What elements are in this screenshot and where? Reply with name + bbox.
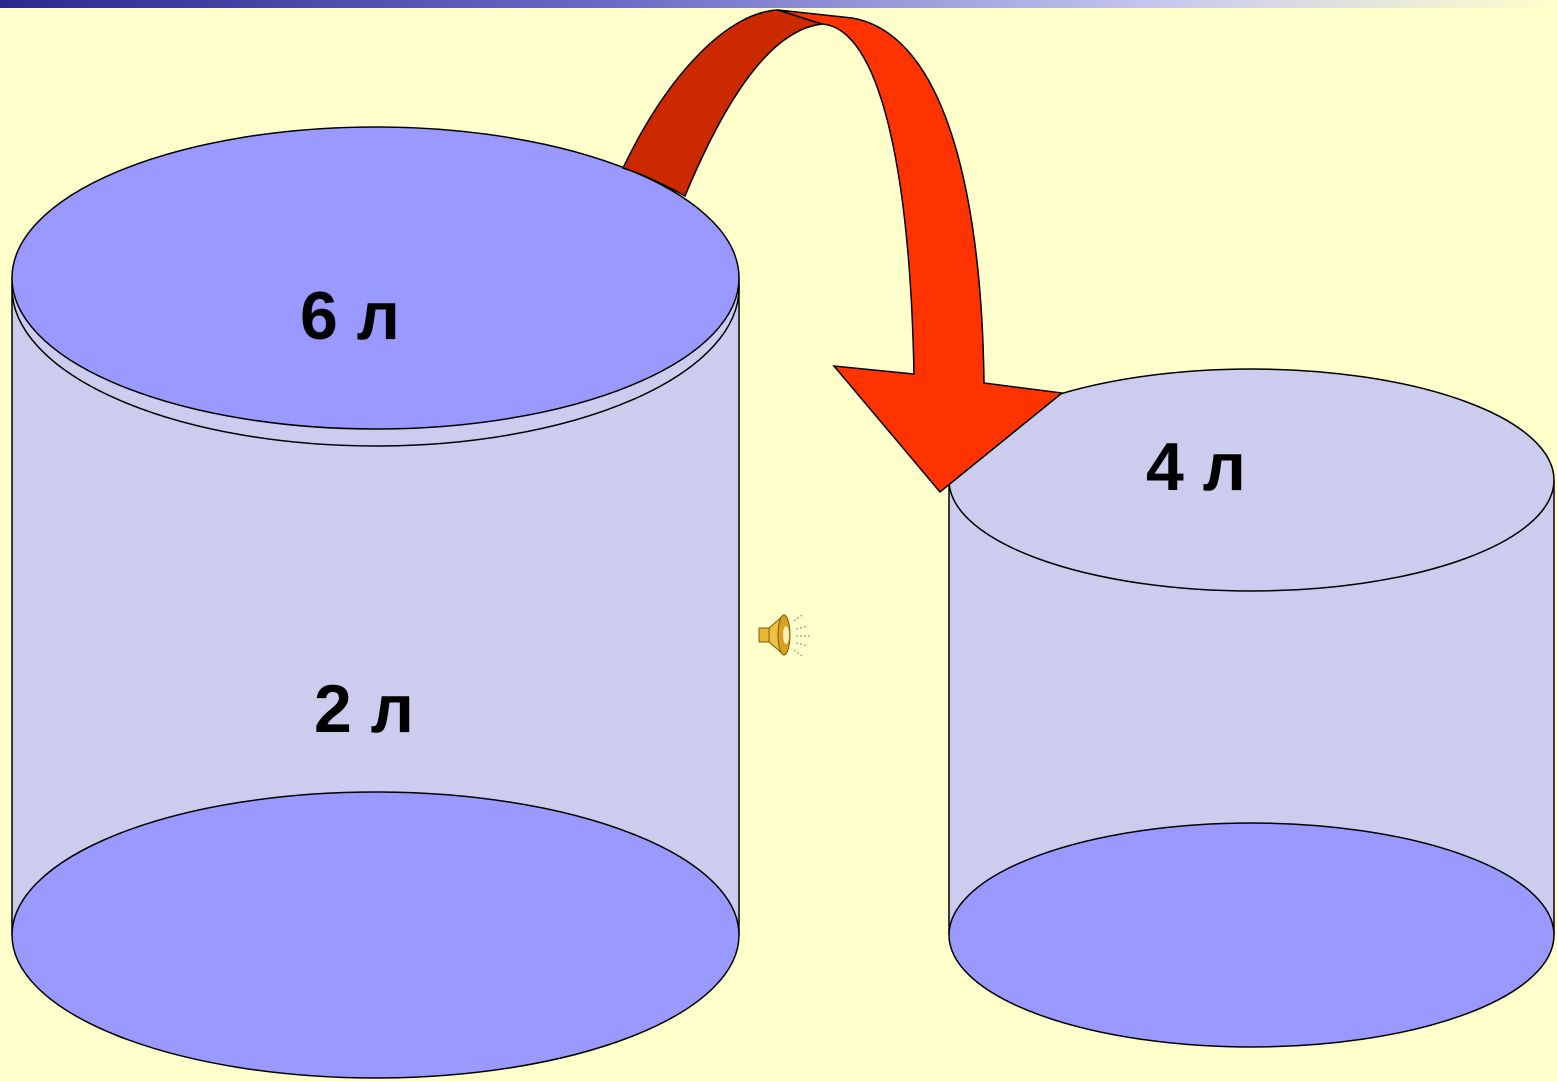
pour-arrow-back (621, 9, 823, 198)
left-cylinder-top-liquid (11, 126, 740, 430)
left-cylinder (11, 126, 740, 1079)
left-top-volume-label: 6 л (300, 278, 400, 354)
left-cylinder-bottom-liquid (11, 791, 740, 1079)
speaker-icon[interactable] (758, 613, 810, 657)
right-top-volume-label: 4 л (1146, 429, 1246, 505)
right-cylinder-bottom-liquid (948, 822, 1555, 1048)
slide-top-bar (0, 0, 1557, 8)
left-middle-volume-label: 2 л (314, 671, 414, 747)
pour-arrow-icon (621, 9, 1064, 494)
pour-arrow-front (777, 9, 1064, 494)
right-cylinder (948, 368, 1555, 1048)
